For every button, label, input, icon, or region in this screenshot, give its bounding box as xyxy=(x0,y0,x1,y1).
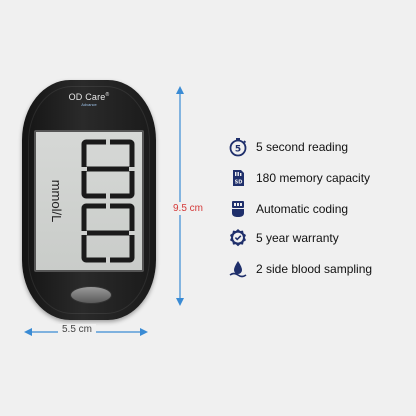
sd-card-icon: SD xyxy=(233,170,244,186)
feature-item: Automatic coding xyxy=(228,198,416,220)
brand-name: OD Care xyxy=(68,92,106,102)
device-button[interactable] xyxy=(70,286,112,304)
feature-label: 180 memory capacity xyxy=(256,171,371,185)
blood-drop-icon xyxy=(229,261,247,278)
lcd-screen: mmol/L xyxy=(34,130,144,272)
feature-label: 5 year warranty xyxy=(256,231,339,245)
feature-item: 2 side blood sampling xyxy=(228,258,416,280)
feature-label: 5 second reading xyxy=(256,140,349,154)
svg-text:5: 5 xyxy=(235,145,241,155)
glucometer-device: OD Care® Advance mmol/L xyxy=(22,80,156,320)
device-brand-sub: Advance xyxy=(81,102,97,107)
feature-item: 5 year warranty xyxy=(228,227,416,249)
stopwatch-5-icon: 5 xyxy=(229,138,247,157)
warranty-badge-icon xyxy=(230,229,246,247)
feature-label: Automatic coding xyxy=(256,202,349,216)
feature-item: 5 5 second reading xyxy=(228,136,416,158)
display-unit: mmol/L xyxy=(49,179,64,223)
height-dimension-arrow xyxy=(176,86,184,306)
width-label: 5.5 cm xyxy=(58,324,97,335)
svg-text:SD: SD xyxy=(235,180,243,186)
seven-segment-digits xyxy=(81,139,135,263)
registered-mark: ® xyxy=(105,92,110,98)
feature-item: SD 180 memory capacity xyxy=(228,167,416,189)
display-reading xyxy=(76,138,140,266)
feature-label: 2 side blood sampling xyxy=(256,262,373,276)
hand-code-icon xyxy=(232,201,244,217)
device-bezel xyxy=(28,86,150,314)
height-label: 9.5 cm xyxy=(168,202,208,215)
device-brand: OD Care® xyxy=(22,92,156,102)
